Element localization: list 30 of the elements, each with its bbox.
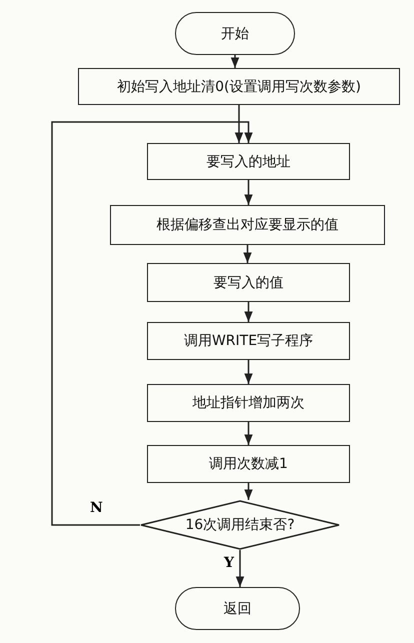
arrow [243,245,252,263]
arrow [236,550,244,587]
arrow [244,422,253,445]
node-text: 要写入的值 [214,274,284,292]
node-text: 返回 [224,600,252,618]
node-text: 地址指针增加两次 [192,394,304,412]
process-box [110,205,385,245]
arrow [51,121,253,526]
process-box [147,263,350,302]
arrow [244,360,253,384]
process-box [147,143,350,180]
arrow [230,55,240,68]
node-text: 根据偏移查出对应要显示的值 [156,216,338,234]
arrow [244,483,253,500]
node-text: 要写入的地址 [206,152,290,170]
arrow [244,302,253,322]
node-text: 16次调用结束否? [185,516,295,534]
arrow [244,180,253,205]
arrow [234,105,244,143]
process-box [78,68,400,105]
process-box [147,322,350,360]
node-text: 调用次数减1 [209,455,288,473]
process-box [147,445,350,483]
node-text: 开始 [221,24,249,42]
node-text: 初始写入地址清0(设置调用写次数参数) [117,78,361,96]
process-box [147,384,350,422]
decision-diamond [140,500,340,550]
terminal-box [175,587,300,630]
terminal-box [175,12,295,55]
node-text: 调用WRITE写子程序 [184,332,314,350]
